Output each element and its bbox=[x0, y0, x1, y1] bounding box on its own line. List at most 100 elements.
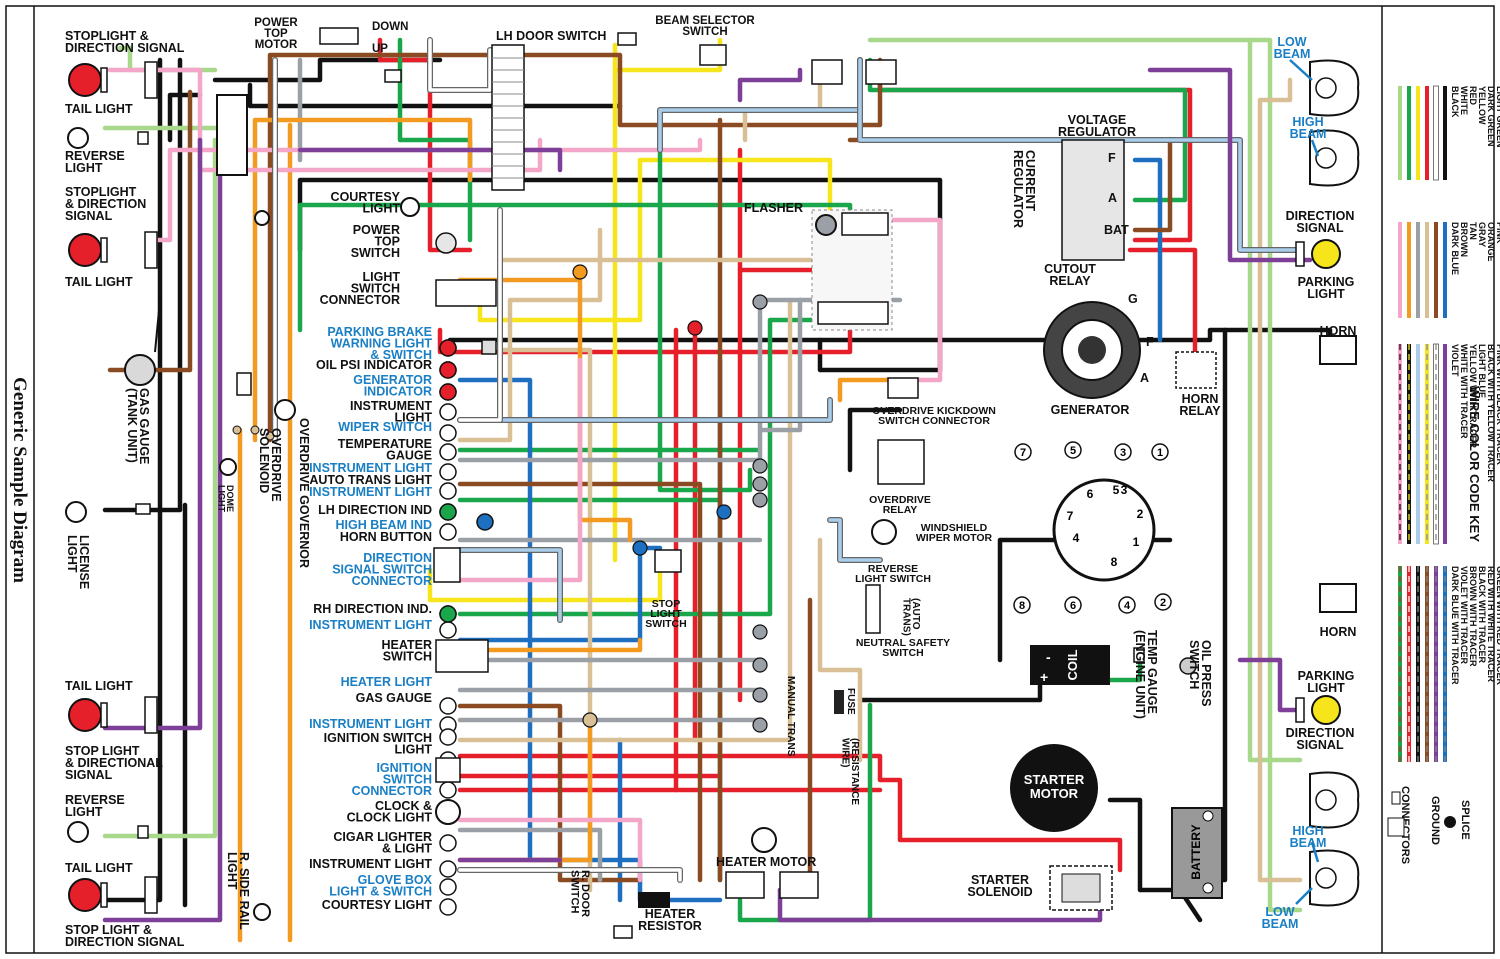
dark-blue-wire bbox=[1132, 157, 1163, 343]
pink-wire bbox=[457, 357, 583, 583]
headlamp-connector-icon bbox=[865, 59, 897, 85]
side-rail-light-top-icon bbox=[254, 210, 270, 226]
overdrive-governor-icon bbox=[274, 399, 296, 421]
ground-legend-label: GROUND bbox=[1429, 796, 1441, 845]
current-regulator-label: CURRENTREGULATOR bbox=[1011, 150, 1037, 228]
headlamp-bulb-icon bbox=[1315, 867, 1337, 889]
gray-wire bbox=[757, 297, 803, 433]
resistance-wire-label: (RESISTANCEWIRE) bbox=[840, 738, 861, 805]
distributor-terminal-icon bbox=[1013, 596, 1031, 614]
stop-light-switch-icon bbox=[654, 549, 682, 573]
dash-label: INSTRUMENT LIGHT bbox=[309, 717, 432, 731]
dash-label: AUTO TRANS LIGHT bbox=[309, 473, 432, 487]
dash-label: OIL PSI INDICATOR bbox=[316, 358, 432, 372]
key-color-name: BROWN bbox=[1459, 222, 1469, 257]
power-top-switch-icon bbox=[435, 232, 457, 254]
connector-plug-icon bbox=[144, 876, 158, 914]
gen-a-label: A bbox=[1140, 371, 1149, 385]
solenoid-body-icon bbox=[1061, 873, 1101, 903]
red-wire bbox=[1127, 247, 1198, 373]
connector-plug-icon bbox=[137, 131, 149, 145]
beam-pointer-arrow-icon bbox=[1310, 139, 1320, 157]
courtesy-light-icon bbox=[400, 197, 420, 217]
instrument-lamp-socket-icon bbox=[439, 621, 457, 639]
distributor-terminal-number: 7 bbox=[1020, 447, 1026, 459]
oil-press-switch-label: OIL PRESSSWITCH bbox=[1187, 640, 1213, 706]
dome-light-icon bbox=[219, 458, 237, 476]
distributor-terminal-number: 3 bbox=[1120, 447, 1126, 459]
dash-label: RH DIRECTION IND. bbox=[313, 602, 432, 616]
distributor-terminal-icon bbox=[1154, 593, 1172, 611]
instrument-lamp-socket-icon bbox=[439, 728, 457, 746]
instrument-lamp-socket-icon bbox=[439, 403, 457, 421]
lh-door-switch-icon bbox=[617, 32, 637, 46]
flasher-label: FLASHER bbox=[744, 201, 803, 215]
auto-trans-label: (AUTOTRANS) bbox=[901, 598, 922, 636]
instrument-lamp-socket-icon bbox=[439, 860, 457, 878]
left-labels: STOPLIGHT &DIRECTION SIGNAL TAIL LIGHT R… bbox=[65, 29, 311, 949]
horn-top-label: HORN bbox=[1320, 324, 1357, 338]
coil-label: COIL bbox=[1065, 649, 1080, 680]
headlamp-bulb-icon bbox=[1315, 789, 1337, 811]
key-color-name: BLACK WITH TRACER bbox=[1477, 566, 1487, 663]
wire-splice-icon bbox=[752, 624, 768, 640]
tail-stop-light-bulb-icon bbox=[68, 878, 102, 912]
pink-wire bbox=[877, 217, 943, 383]
connector-legend-icon bbox=[1391, 791, 1401, 805]
splice-icon bbox=[265, 431, 275, 441]
fuse-icon bbox=[834, 690, 844, 714]
light-blue-wire bbox=[828, 518, 882, 562]
connector-plug-icon bbox=[137, 825, 149, 839]
key-color-name: GRAY bbox=[1477, 222, 1487, 247]
light-switch-connector-icon bbox=[435, 279, 497, 307]
heater-motor-icon bbox=[751, 827, 777, 853]
dash-label: INSTRUMENT LIGHT bbox=[309, 857, 432, 871]
wire-splice-icon bbox=[752, 476, 768, 492]
instrument-lamp-socket-icon bbox=[439, 834, 457, 852]
ground-lead-icon bbox=[154, 299, 161, 353]
violet-wire bbox=[1147, 67, 1313, 263]
tail-stop-light-bulb-icon bbox=[68, 63, 102, 97]
parking-light-bulb-icon bbox=[1311, 239, 1341, 269]
distributor-terminal-number: 2 bbox=[1160, 597, 1166, 609]
horn-relay-icon bbox=[1175, 351, 1217, 389]
reg-bat-label: BAT bbox=[1104, 223, 1129, 237]
distributor-terminal-number: 5 bbox=[1070, 445, 1076, 457]
temp-gauge-engine-label: TEMP GAUGE(ENGINE UNIT) bbox=[1133, 630, 1159, 719]
key-color-name: BLACK WITH YELLOW TRACER bbox=[1486, 344, 1496, 482]
r-side-rail-light-label: R. SIDE RAILLIGHT bbox=[225, 852, 251, 930]
coil-positive-label: + bbox=[1040, 669, 1048, 685]
key-color-name: WHITE bbox=[1459, 86, 1469, 115]
wire-splice-icon bbox=[632, 540, 648, 556]
indicator-lamp-icon bbox=[439, 503, 457, 521]
tail-light-label-2: TAIL LIGHT bbox=[65, 275, 133, 289]
tan-wire bbox=[1257, 77, 1303, 883]
violet-wire bbox=[102, 137, 203, 731]
reverse-light-bulb-icon bbox=[67, 127, 89, 149]
dash-label: WIPER SWITCH bbox=[338, 420, 432, 434]
gray-wire bbox=[457, 827, 603, 883]
fuse-label: FUSE bbox=[845, 688, 856, 715]
distributor-terminal-icon bbox=[1064, 596, 1082, 614]
flasher-icon bbox=[815, 214, 837, 236]
key-color-name: LIGHT BLUE bbox=[1477, 344, 1487, 398]
